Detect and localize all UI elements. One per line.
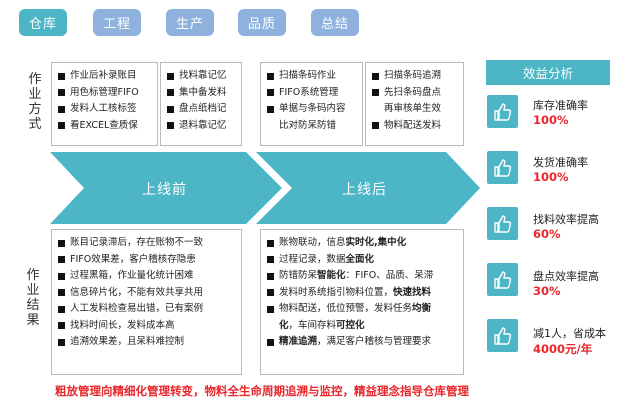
- bullet-icon: [267, 272, 274, 280]
- metric-name: 盘点效率提高: [533, 270, 599, 283]
- bullet-icon: [267, 305, 274, 313]
- metric-value: 100%: [533, 113, 569, 127]
- chevron-arrows-graphic: [50, 152, 480, 224]
- list-item: 追溯效果差，且呆料难控制: [58, 334, 237, 351]
- bullet-icon: [58, 322, 65, 329]
- bullet-icon: [267, 289, 274, 296]
- bullet-icon: [372, 89, 379, 96]
- thumbs-up-icon: [487, 263, 518, 296]
- list-item: 比对防呆防错: [279, 119, 337, 131]
- arrow-before-shape: [50, 152, 282, 224]
- bullet-icon: [58, 122, 65, 129]
- before-result-box: 账目记录滞后，存在账物不一致 FIFO效果差，客户稽核存隐患 过程黑箱，作业量化…: [51, 229, 242, 375]
- footer-summary: 粗放管理向精细化管理转变，物料全生命周期追溯与监控，精益理念指导仓库管理: [55, 384, 469, 398]
- side-label-method: 作 业 方 式: [28, 72, 42, 132]
- bullet-icon: [58, 239, 65, 247]
- bullet-icon: [267, 338, 274, 346]
- metric-value: 60%: [533, 227, 561, 241]
- bullet-icon: [372, 122, 379, 129]
- bullet-icon: [58, 256, 65, 263]
- list-item: 作业后补录账目: [58, 68, 153, 85]
- list-item: 退料靠记忆: [167, 118, 237, 135]
- list-item: 找料靠记忆: [167, 68, 237, 85]
- tab-summary[interactable]: 总结: [311, 9, 359, 36]
- list-item: 过程黑箱，作业量化统计困难: [58, 268, 237, 285]
- tab-engineering[interactable]: 工程: [93, 9, 141, 36]
- tab-production[interactable]: 生产: [166, 9, 214, 36]
- bullet-icon: [267, 239, 274, 247]
- after-method-box-a: 扫描条码作业 FIFO系统管理 单据与条码内容 比对防呆防错: [260, 62, 363, 146]
- bullet-icon: [267, 105, 274, 113]
- side-label-result: 作 业 结 果: [26, 268, 40, 328]
- thumbs-up-icon: [487, 319, 518, 352]
- bullet-icon: [372, 72, 379, 80]
- bullet-icon: [58, 105, 65, 113]
- list-item: 找料时间长，发料成本高: [58, 318, 237, 335]
- list-item: 扫描条码作业: [267, 68, 358, 85]
- list-item: 过程记录，数据全面化: [267, 252, 459, 269]
- tab-quality[interactable]: 品质: [238, 9, 286, 36]
- list-item: 再审核单生效: [384, 103, 442, 114]
- thumbs-up-icon: [487, 95, 518, 128]
- list-item: 先扫条码盘点: [372, 85, 459, 102]
- bullet-icon: [167, 122, 174, 129]
- bullet-icon: [267, 89, 274, 96]
- list-item: 账目记录滞后，存在账物不一致: [58, 235, 237, 252]
- chevron-arrows: 上线前 上线后: [50, 152, 480, 224]
- metric-name: 库存准确率: [533, 99, 588, 112]
- bullet-icon: [58, 89, 65, 96]
- bullet-icon: [58, 305, 65, 313]
- list-item: FIFO效果差，客户稽核存隐患: [58, 252, 237, 269]
- after-method-box-b: 扫描条码追溯 先扫条码盘点 再审核单生效 物料配送发料: [365, 62, 464, 146]
- arrow-after-label: 上线后: [342, 182, 387, 198]
- metric-value: 30%: [533, 284, 561, 298]
- list-item: 发料人工核标签: [58, 101, 153, 118]
- list-item: 物料配送，低位预警，发料任务均衡: [267, 301, 459, 318]
- bullet-icon: [58, 289, 65, 296]
- metric-name: 发货准确率: [533, 156, 588, 169]
- bullet-icon: [267, 256, 274, 263]
- bullet-icon: [167, 105, 174, 113]
- arrow-before-label: 上线前: [142, 182, 187, 198]
- metric-value: 100%: [533, 170, 569, 184]
- list-item: 化，车间存料可控化: [279, 319, 365, 331]
- bullet-icon: [58, 72, 65, 80]
- list-item: 账物联动，信息实时化,集中化: [267, 235, 459, 252]
- list-item: 发料时系统指引物料位置，快速找料: [267, 285, 459, 302]
- before-method-box-b: 找料靠记忆 集中备发料 盘点纸档记 退料靠记忆: [160, 62, 242, 146]
- bullet-icon: [58, 272, 65, 280]
- arrow-after-shape: [256, 152, 480, 224]
- thumbs-up-icon: [487, 207, 518, 240]
- metric-name: 减1人，省成本: [533, 327, 606, 340]
- list-item: 单据与条码内容: [267, 101, 358, 118]
- list-item: 盘点纸档记: [167, 101, 237, 118]
- list-item: 集中备发料: [167, 85, 237, 102]
- tab-warehouse[interactable]: 仓库: [19, 9, 67, 36]
- bullet-icon: [167, 72, 174, 80]
- list-item: 用色标管理FIFO: [58, 85, 153, 102]
- benefit-title: 效益分析: [486, 60, 610, 85]
- bullet-icon: [58, 338, 65, 346]
- list-item: 精准追溯，满足客户稽核与管理要求: [267, 334, 459, 351]
- metric-value: 4000元/年: [533, 342, 593, 356]
- after-result-box: 账物联动，信息实时化,集中化 过程记录，数据全面化 防错防呆智能化：FIFO、品…: [260, 229, 464, 375]
- bullet-icon: [167, 89, 174, 96]
- list-item: 物料配送发料: [372, 118, 459, 135]
- list-item: 人工发料检查易出错，已有案例: [58, 301, 237, 318]
- metric-name: 找料效率提高: [533, 213, 599, 226]
- list-item: 防错防呆智能化：FIFO、品质、呆滞: [267, 268, 459, 285]
- before-method-box-a: 作业后补录账目 用色标管理FIFO 发料人工核标签 看EXCEL查质保: [51, 62, 158, 146]
- list-item: 看EXCEL查质保: [58, 118, 153, 135]
- list-item: 扫描条码追溯: [372, 68, 459, 85]
- bullet-icon: [267, 72, 274, 80]
- list-item: 信息碎片化，不能有效共享共用: [58, 285, 237, 302]
- list-item: FIFO系统管理: [267, 85, 358, 102]
- thumbs-up-icon: [487, 151, 518, 184]
